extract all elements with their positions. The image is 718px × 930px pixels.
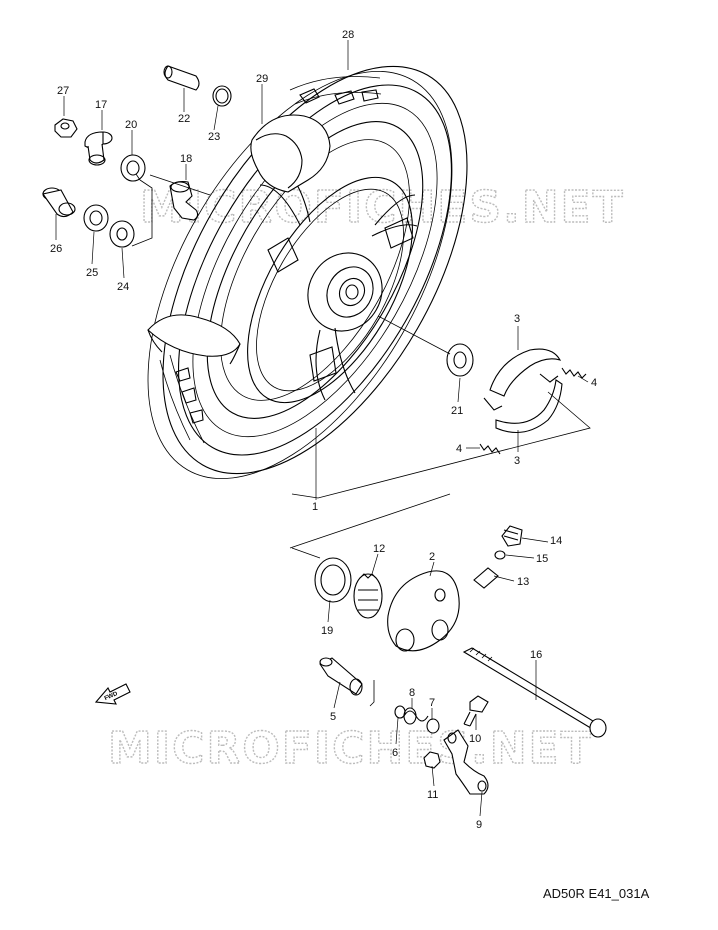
fwd-label: FWD [104, 691, 120, 702]
label-part-20: 20 [125, 119, 137, 131]
label-part-25: 25 [86, 267, 98, 279]
brake-shoe-upper-3 [483, 348, 562, 411]
gear-12 [353, 573, 383, 619]
label-part-3b: 3 [514, 455, 520, 467]
watermark-lower: MICROFICHES.NET [108, 723, 593, 774]
washer-7 [426, 718, 440, 734]
tire-section-29 [250, 114, 331, 193]
nut-11 [423, 751, 441, 769]
bearing-24 [109, 220, 135, 248]
seal-25 [83, 204, 109, 232]
label-part-16: 16 [530, 649, 542, 661]
label-part-4b: 4 [456, 443, 462, 455]
label-part-19: 19 [321, 625, 333, 637]
label-part-23: 23 [208, 131, 220, 143]
fwd-arrow-icon: FWD [94, 683, 131, 705]
watermark-upper: MICROFICHES.NET [140, 182, 625, 233]
label-part-14: 14 [550, 535, 562, 547]
brake-panel-2 [387, 570, 460, 652]
label-part-9: 9 [476, 819, 482, 831]
label-part-18: 18 [180, 153, 192, 165]
tire-section-cutaway-lower [147, 314, 241, 365]
brake-shoe-lower-3 [495, 373, 563, 434]
bolt-10 [463, 695, 489, 727]
label-part-5: 5 [330, 711, 336, 723]
spring-4-upper [561, 367, 587, 379]
axle-16 [462, 647, 607, 738]
label-part-4a: 4 [591, 377, 597, 389]
label-part-15: 15 [536, 553, 548, 565]
label-part-12: 12 [373, 543, 385, 555]
label-part-21: 21 [451, 405, 463, 417]
label-part-2: 2 [429, 551, 435, 563]
camshaft-5 [319, 657, 363, 696]
label-part-11: 11 [427, 789, 438, 801]
bearing-21 [446, 343, 474, 377]
spacer-17 [84, 131, 113, 166]
label-part-3a: 3 [514, 313, 520, 325]
breather-14 [501, 525, 523, 547]
part-labels: 1 28 29 27 17 20 18 22 23 26 25 24 21 3 … [50, 29, 597, 831]
collar-18 [169, 180, 199, 221]
o-ring-23 [212, 85, 232, 107]
nut-27 [54, 118, 78, 138]
spacer-26 [42, 187, 76, 218]
label-part-22: 22 [178, 113, 190, 125]
label-part-1: 1 [312, 501, 318, 513]
label-part-17: 17 [95, 99, 107, 111]
washer-15 [494, 550, 506, 560]
label-part-7: 7 [429, 697, 435, 709]
leader-lines [55, 40, 589, 817]
bearing-20 [120, 154, 146, 182]
label-part-26: 26 [50, 243, 62, 255]
drawing-code: AD50R E41_031A [543, 886, 650, 901]
label-part-27: 27 [57, 85, 69, 97]
brake-arm-9 [443, 729, 489, 795]
oil-seal-19 [314, 557, 352, 603]
label-part-8: 8 [409, 687, 415, 699]
bolt-13 [473, 567, 499, 589]
spring-4-lower [479, 443, 501, 455]
collar-22 [163, 65, 200, 91]
spring-8 [403, 707, 429, 725]
label-part-6: 6 [392, 747, 398, 759]
label-part-24: 24 [117, 281, 129, 293]
label-part-28: 28 [342, 29, 354, 41]
wheel-tire-assembly [147, 65, 468, 479]
label-part-29: 29 [256, 73, 268, 85]
label-part-13: 13 [517, 576, 529, 588]
label-part-10: 10 [469, 733, 481, 745]
